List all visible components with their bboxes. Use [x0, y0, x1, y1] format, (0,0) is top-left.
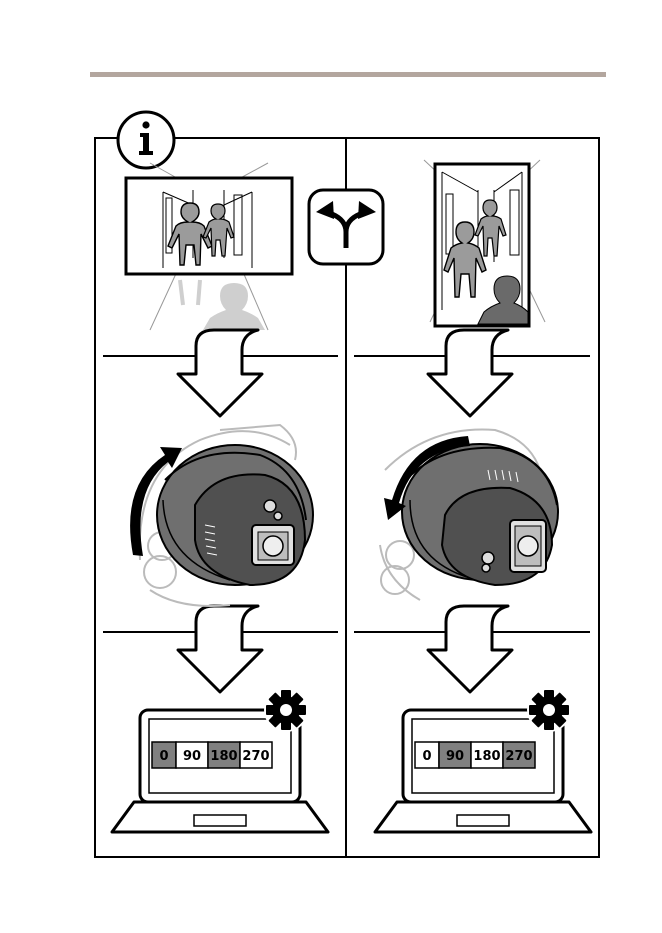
portrait-scene: [424, 160, 545, 326]
rotation-option-label: 270: [505, 749, 532, 764]
gear-icon: [527, 688, 571, 732]
down-arrow-icon: [428, 330, 512, 416]
camera-dome-right: [380, 430, 558, 601]
laptop-left: 0 90 180 270: [112, 688, 328, 832]
gear-icon: [264, 688, 308, 732]
laptop-right: 0 90 180 270: [375, 688, 591, 832]
camera-dome-left: [130, 425, 313, 606]
person-outside-frame: [203, 283, 265, 330]
down-arrow-icon: [178, 606, 262, 692]
rotation-selector: 0 90 180 270: [152, 742, 272, 768]
rotation-option-label: 180: [210, 749, 237, 764]
down-arrow-icon: [178, 330, 262, 416]
rotation-option-label: 90: [183, 749, 201, 764]
info-icon: [118, 112, 174, 168]
rotation-option-label: 0: [159, 749, 168, 764]
rotation-option-label: 180: [473, 749, 500, 764]
down-arrow-icon: [428, 606, 512, 692]
split-arrow-icon: [309, 190, 383, 264]
rotation-option-label: 90: [446, 749, 464, 764]
rotation-option-label: 270: [242, 749, 269, 764]
landscape-scene: [126, 163, 292, 330]
rotation-selector: 0 90 180 270: [415, 742, 535, 768]
rotation-option-label: 0: [422, 749, 431, 764]
